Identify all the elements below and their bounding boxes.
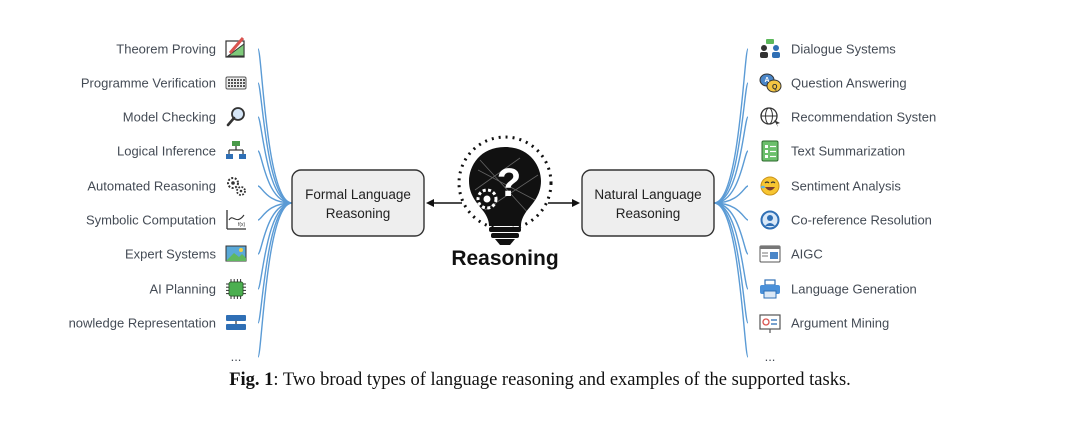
- svg-text:f(x): f(x): [238, 222, 246, 228]
- laughing-emoji-icon: [760, 176, 780, 196]
- arrow-to-formal: [426, 199, 462, 207]
- formal-more-ellipsis: ...: [231, 349, 242, 364]
- natural-task-label: Question Answering: [791, 76, 907, 91]
- flowchart-icon: [226, 141, 246, 159]
- natural-branch-line: [713, 202, 749, 255]
- formal-task-label: Automated Reasoning: [87, 179, 216, 194]
- formal-branch-line: [257, 82, 293, 204]
- natural-language-reasoning-box: Natural Language Reasoning: [581, 169, 715, 237]
- formal-branch-line: [257, 202, 293, 358]
- formal-task-label: Model Checking: [123, 110, 216, 125]
- chip-icon: [226, 279, 246, 299]
- globe-cursor-icon: [760, 107, 780, 127]
- natural-box-line2: Reasoning: [616, 206, 681, 221]
- natural-box-line1: Natural Language: [594, 187, 701, 202]
- formal-branch-line: [257, 185, 293, 204]
- center-title: Reasoning: [451, 247, 558, 270]
- formal-box-line2: Reasoning: [326, 206, 391, 221]
- figure-caption: Fig. 1: Two broad types of language reas…: [0, 370, 1080, 391]
- formal-branch-line: [257, 48, 293, 204]
- svg-text:Q: Q: [772, 84, 778, 91]
- gears-icon: [227, 177, 246, 196]
- magnifier-icon: [226, 107, 245, 127]
- formal-branch-line: [257, 116, 293, 204]
- ruler-pencil-icon: [225, 37, 245, 58]
- branch-lines: [257, 48, 749, 358]
- formal-task-label: Logical Inference: [117, 144, 216, 159]
- formal-task-label: AI Planning: [150, 282, 217, 297]
- presentation-icon: [759, 314, 781, 333]
- natural-task-label: Recommendation Systen: [791, 110, 936, 125]
- svg-text:A: A: [765, 77, 770, 84]
- question-mark-glyph: ?: [497, 161, 521, 205]
- keyboard-icon: [225, 76, 247, 90]
- formal-box-line1: Formal Language: [305, 187, 411, 202]
- formal-task-label: Symbolic Computation: [86, 213, 216, 228]
- formal-branch-line: [257, 150, 293, 204]
- natural-task-label: Argument Mining: [791, 316, 889, 331]
- natural-task-label: Sentiment Analysis: [791, 179, 901, 194]
- function-graph-icon: f(x): [226, 210, 246, 230]
- formal-task-label: Programme Verification: [81, 76, 216, 91]
- natural-branch-line: [713, 150, 749, 204]
- checklist-icon: [761, 140, 779, 162]
- formal-language-reasoning-box: Formal Language Reasoning: [291, 169, 425, 237]
- natural-branch-line: [713, 48, 749, 204]
- natural-branch-line: [713, 202, 749, 358]
- chat-bubbles-icon: AQ: [759, 73, 782, 93]
- natural-branch-line: [713, 82, 749, 204]
- people-talking-icon: [760, 39, 780, 58]
- natural-task-label: Co-reference Resolution: [791, 213, 932, 228]
- caption-text: : Two broad types of language reasoning …: [273, 370, 851, 390]
- natural-branch-line: [713, 185, 749, 204]
- user-circle-icon: [760, 210, 780, 230]
- natural-task-label: Dialogue Systems: [791, 42, 896, 57]
- stack-icon: [226, 315, 246, 330]
- formal-task-label: Theorem Proving: [116, 42, 216, 57]
- document-image-icon: [759, 245, 781, 263]
- arrow-to-natural: [548, 199, 580, 207]
- natural-more-ellipsis: ...: [765, 349, 776, 364]
- printer-icon: [760, 279, 780, 299]
- natural-task-label: AIGC: [791, 247, 823, 262]
- landscape-icon: [225, 245, 247, 262]
- formal-task-label: nowledge Representation: [69, 316, 216, 331]
- formal-branch-line: [257, 202, 293, 255]
- lightbulb-icon: ?: [457, 135, 553, 245]
- caption-label: Fig. 1: [229, 370, 274, 390]
- formal-task-label: Expert Systems: [125, 247, 217, 262]
- natural-task-label: Text Summarization: [791, 144, 905, 159]
- natural-task-label: Language Generation: [791, 282, 917, 297]
- natural-branch-line: [713, 116, 749, 204]
